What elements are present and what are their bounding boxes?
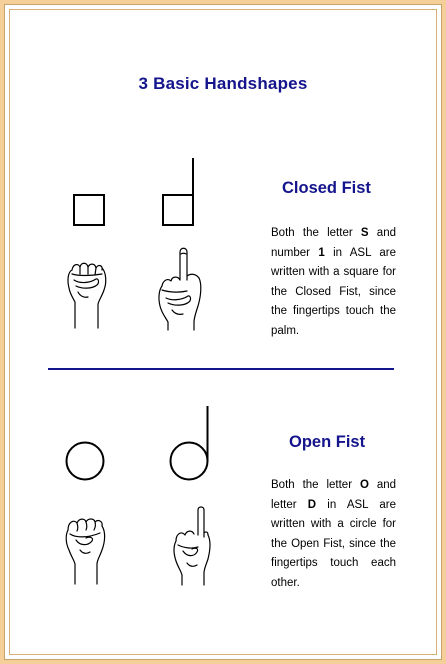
desc-text: Both the letter <box>271 227 361 239</box>
section-divider <box>48 368 394 370</box>
d-hand-icon <box>173 506 211 586</box>
circle-with-stem-symbol <box>169 406 209 481</box>
desc-text: and number <box>271 227 396 259</box>
desc-text: and letter <box>271 479 397 511</box>
desc-letter: O <box>359 479 369 491</box>
section-heading-open-fist: Open Fist <box>289 433 366 451</box>
inner-border <box>9 9 437 655</box>
o-hand-icon <box>65 518 106 585</box>
open-fist-description: Both the letter O and letter D in ASL ar… <box>271 476 396 593</box>
section-heading-closed-fist: Closed Fist <box>282 179 371 197</box>
desc-text: Both the letter <box>271 479 360 491</box>
desc-text: in ASL are written with a circle for the… <box>271 498 396 589</box>
desc-letter: 1 <box>318 246 325 259</box>
index-1-hand-icon <box>158 247 202 331</box>
page-title: 3 Basic Handshapes <box>138 74 308 93</box>
closed-fist-description: Both the letter S and number 1 in ASL ar… <box>271 224 396 341</box>
square-with-stem-symbol <box>162 158 194 226</box>
square-symbol <box>73 194 105 226</box>
circle-symbol <box>65 441 105 481</box>
fist-s-hand-icon <box>67 262 107 329</box>
desc-letter: D <box>307 498 317 511</box>
desc-text: in ASL are written with a square for the… <box>271 246 396 337</box>
desc-letter: S <box>360 227 369 239</box>
